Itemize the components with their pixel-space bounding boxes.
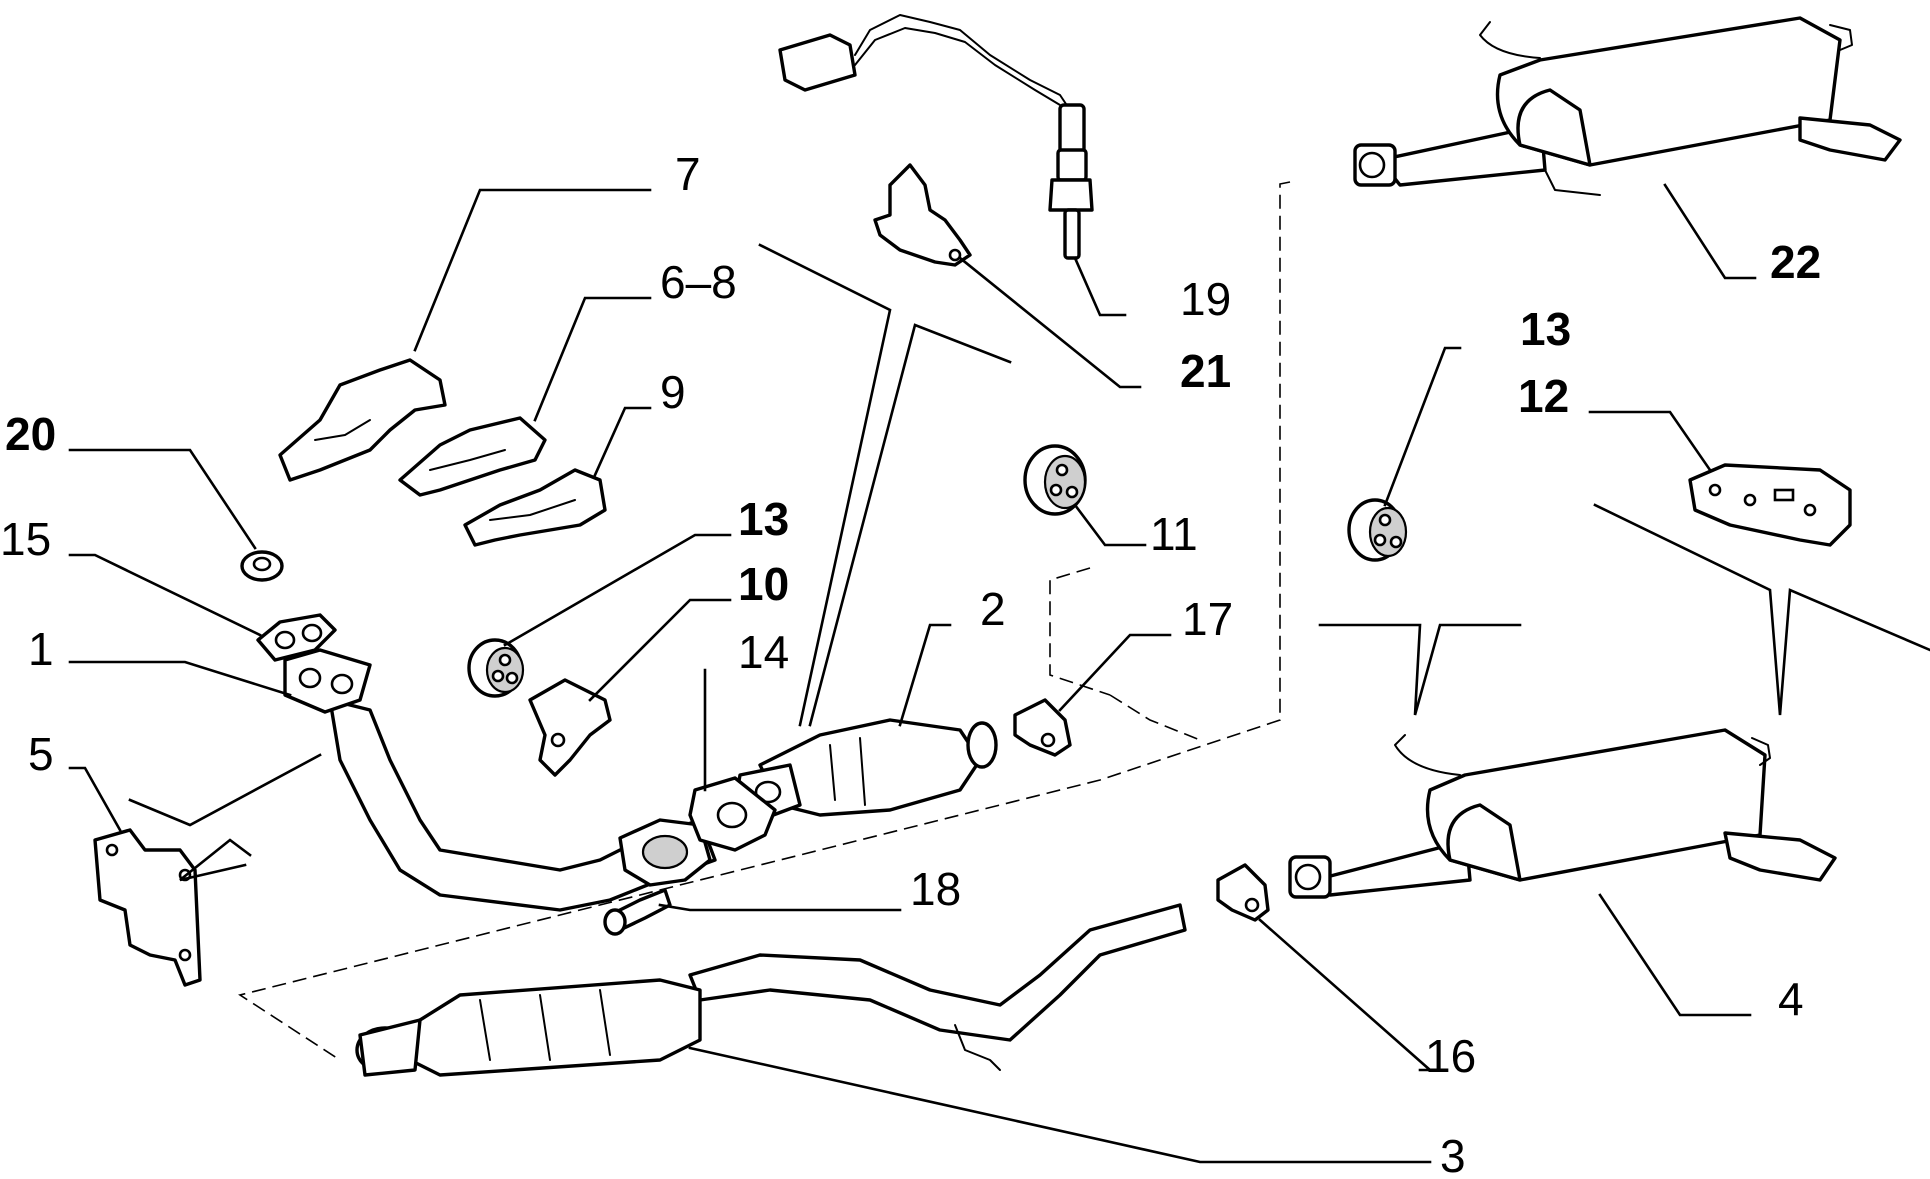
part-21-bracket xyxy=(873,163,972,267)
part-19-lambda-sensor xyxy=(778,14,1094,260)
callout-6-8: 6–8 xyxy=(660,256,737,308)
leader-group-pipe xyxy=(128,753,322,827)
leader-11 xyxy=(1073,503,1147,547)
callout-3: 3 xyxy=(1440,1130,1466,1179)
callout-20: 20 xyxy=(5,408,56,460)
callout-9: 9 xyxy=(660,366,686,418)
part-20-nut xyxy=(240,550,284,582)
callout-15: 15 xyxy=(0,513,51,565)
leader-20 xyxy=(68,448,257,550)
callout-1: 1 xyxy=(28,623,54,675)
leader-3 xyxy=(688,1046,1432,1164)
leader-7 xyxy=(413,188,652,352)
callout-2: 2 xyxy=(980,583,1006,635)
callout-13-right: 13 xyxy=(1520,303,1571,355)
leader-17 xyxy=(1058,633,1172,712)
leader-6-8 xyxy=(533,296,652,422)
leader-13-right xyxy=(1383,346,1462,507)
part-6-8-heat-shield xyxy=(398,416,547,497)
callout-11: 11 xyxy=(1150,508,1198,560)
callouts: 7 6–8 9 20 15 1 5 13 10 14 2 17 11 18 19… xyxy=(0,148,1821,1179)
leader-16 xyxy=(1258,918,1434,1072)
leader-21 xyxy=(958,256,1142,389)
part-15-gasket xyxy=(256,613,337,662)
part-1-front-pipe xyxy=(283,648,717,912)
leader-lines xyxy=(68,183,1930,1164)
leader-10 xyxy=(588,598,732,702)
leader-19 xyxy=(1073,256,1127,317)
callout-18: 18 xyxy=(910,863,961,915)
callout-14: 14 xyxy=(738,626,789,678)
part-18-bolt xyxy=(603,888,672,936)
part-4-rear-silencer xyxy=(1288,728,1837,899)
part-5-bracket xyxy=(93,828,202,987)
leader-group-converter-a xyxy=(758,243,892,727)
part-9-heat-shield xyxy=(463,468,607,547)
leader-group-rear-a xyxy=(1318,623,1522,716)
leader-2 xyxy=(898,623,952,727)
callout-12: 12 xyxy=(1518,370,1569,422)
guide-line-main xyxy=(238,181,1291,1061)
callout-10: 10 xyxy=(738,558,789,610)
guide-line-17 xyxy=(1049,567,1111,696)
part-22-rear-silencer xyxy=(1353,16,1902,196)
part-13-rubber-mount-left xyxy=(467,638,525,698)
leader-group-rear-b xyxy=(1593,503,1930,716)
callout-22: 22 xyxy=(1770,236,1821,288)
leader-group-converter-b xyxy=(808,323,1012,727)
callout-21: 21 xyxy=(1180,345,1231,397)
part-14-gasket xyxy=(688,776,777,852)
leader-18 xyxy=(658,903,902,912)
callout-19: 19 xyxy=(1180,273,1231,325)
assembly-guide-lines xyxy=(238,181,1291,1061)
leader-9 xyxy=(593,406,652,477)
leader-15 xyxy=(68,553,262,637)
part-11-rubber-mount xyxy=(1023,444,1087,516)
part-10-clamp xyxy=(528,678,612,777)
part-2-catalytic-converter xyxy=(733,718,998,822)
part-17-clamp xyxy=(1013,698,1072,757)
guide-line-16 xyxy=(1109,694,1201,741)
callout-7: 7 xyxy=(675,148,701,200)
leader-13-left xyxy=(503,533,732,647)
leader-12 xyxy=(1588,410,1712,472)
part-7-heat-shield xyxy=(278,358,447,482)
leader-5 xyxy=(68,766,122,832)
part-3-center-muffler xyxy=(355,903,1187,1077)
callout-5: 5 xyxy=(28,728,54,780)
part-13-rubber-mount-right xyxy=(1347,498,1408,562)
leader-4 xyxy=(1598,893,1752,1017)
part-16-clamp xyxy=(1216,863,1270,922)
callout-16: 16 xyxy=(1425,1030,1476,1082)
leader-group-bracket xyxy=(179,838,252,882)
callout-4: 4 xyxy=(1778,973,1804,1025)
callout-13-left: 13 xyxy=(738,493,789,545)
leader-1 xyxy=(68,660,292,697)
leader-22 xyxy=(1663,183,1757,280)
callout-17: 17 xyxy=(1182,593,1233,645)
part-12-rubber-hanger xyxy=(1688,463,1852,547)
